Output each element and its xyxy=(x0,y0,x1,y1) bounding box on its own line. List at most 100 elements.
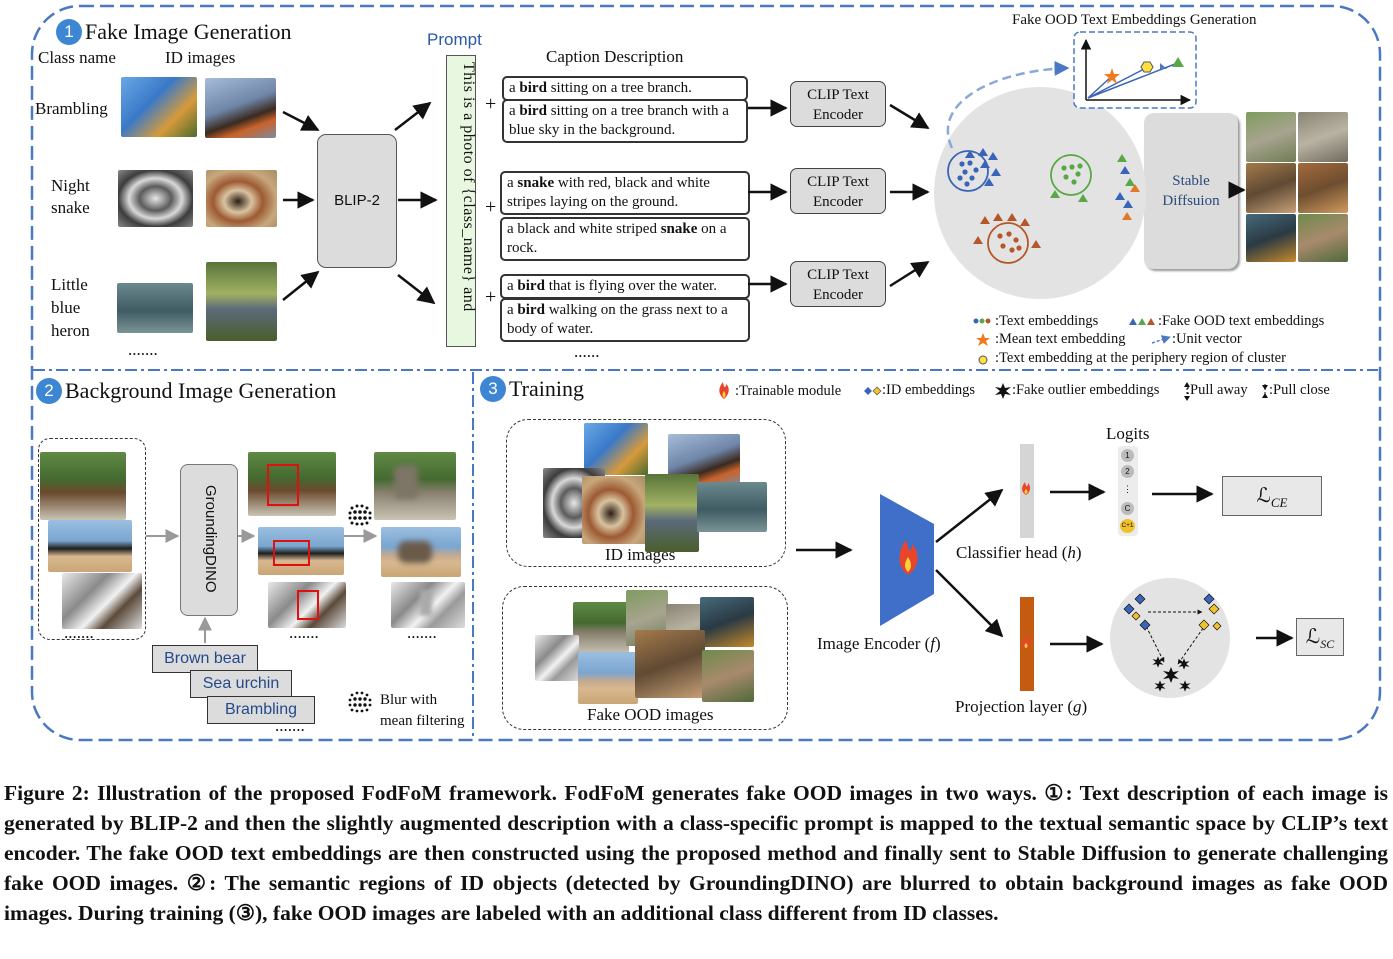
projection-layer-label: Projection layer (g) xyxy=(955,697,1088,716)
train-id-4 xyxy=(582,476,646,544)
labels-ellipsis: ....... xyxy=(275,716,305,735)
legend-id-emb: :ID embeddings xyxy=(882,382,976,398)
generated-image-3 xyxy=(1246,163,1296,213)
legend-mean: :Mean text embedding xyxy=(995,331,1126,347)
blip2-module: BLIP-2 xyxy=(317,134,397,268)
figure-caption: Figure 2: Illustration of the proposed F… xyxy=(4,781,1389,925)
detected-urchin xyxy=(258,527,344,575)
logits-label: Logits xyxy=(1106,424,1150,443)
plus-2: + xyxy=(485,196,497,218)
class-brambling: Brambling xyxy=(35,99,108,118)
image-encoder-label: Image Encoder (f) xyxy=(817,634,941,653)
detected-ellipsis: ....... xyxy=(289,623,319,642)
caption-3: a snake with red, black and white stripe… xyxy=(500,171,750,215)
fake-ood-title: Fake OOD Text Embeddings Generation xyxy=(1012,12,1257,28)
blur-patch-brambling xyxy=(420,590,432,616)
bg-input-brambling xyxy=(62,573,142,629)
generated-image-2 xyxy=(1298,112,1348,162)
id-image-brambling-1 xyxy=(121,77,197,137)
blurred-ellipsis: ....... xyxy=(407,623,437,642)
legend-fake-ood: :Fake OOD text embeddings xyxy=(1158,313,1325,329)
class-name-header: Class name xyxy=(38,48,116,67)
caption-4: a black and white striped snake on a roc… xyxy=(500,217,750,261)
bg-input-ellipsis: ....... xyxy=(64,623,94,642)
legend-periphery: :Text embedding at the periphery region … xyxy=(995,350,1286,366)
logits-column: 1 2 ⋮ C C+1 xyxy=(1118,446,1138,536)
caption-header: Caption Description xyxy=(546,47,684,66)
train-id-1 xyxy=(584,423,648,475)
legend-trainable: :Trainable module xyxy=(735,383,842,399)
logit-2: 2 xyxy=(1121,465,1134,478)
legend-outlier: :Fake outlier embeddings xyxy=(1012,382,1160,398)
blur-patch-bear xyxy=(394,465,418,499)
plus-3: + xyxy=(485,286,497,308)
id-image-heron-2 xyxy=(206,262,277,341)
loss-sc-box: ℒSC xyxy=(1296,618,1344,656)
id-image-snake-1 xyxy=(118,170,193,227)
legend-pull-away: :Pull away xyxy=(1186,382,1248,398)
input-images-group xyxy=(38,438,146,640)
id-images-header: ID images xyxy=(165,48,236,67)
legend-text-embeddings: :Text embeddings xyxy=(995,313,1099,329)
class-ellipsis: ....... xyxy=(128,340,158,359)
logit-ellipsis: ⋮ xyxy=(1123,484,1132,494)
label-brown-bear: Brown bear xyxy=(152,645,258,673)
bg-input-bear xyxy=(40,452,126,520)
train-ood-8 xyxy=(702,650,754,702)
logit-1: 1 xyxy=(1121,449,1134,462)
loss-ce-box: ℒCE xyxy=(1222,476,1322,516)
plus-1: + xyxy=(485,93,497,115)
id-image-brambling-2 xyxy=(205,78,276,138)
legend-pull-close: :Pull close xyxy=(1269,382,1330,398)
prompt-box: This is a photo of {class_name} and xyxy=(446,55,477,347)
caption-2: a bird sitting on a tree branch with a b… xyxy=(502,99,748,143)
train-id-label: ID images xyxy=(605,545,676,564)
id-image-snake-2 xyxy=(206,170,277,227)
section3-graphics xyxy=(719,382,1294,698)
train-ood-label: Fake OOD images xyxy=(587,705,714,724)
frame-overlay xyxy=(30,4,1382,742)
train-ood-5 xyxy=(535,635,579,681)
generated-image-6 xyxy=(1298,214,1348,262)
label-brambling: Brambling xyxy=(207,696,315,724)
bbox-bear xyxy=(267,464,299,506)
train-id-5 xyxy=(645,474,699,552)
train-ood-7 xyxy=(635,630,705,698)
generated-image-5 xyxy=(1246,214,1296,262)
classifier-head-label: Classifier head (h) xyxy=(956,543,1082,562)
section2-graphics xyxy=(146,504,378,713)
label-sea-urchin: Sea urchin xyxy=(190,670,292,698)
detected-brambling xyxy=(268,582,346,628)
train-ood-6 xyxy=(578,652,638,704)
legend-unit-vector: :Unit vector xyxy=(1172,331,1242,347)
id-image-heron-1 xyxy=(117,283,193,333)
bbox-urchin xyxy=(273,540,310,566)
train-ood-images-group xyxy=(502,586,788,730)
generated-image-1 xyxy=(1246,112,1296,162)
blur-patch-urchin xyxy=(398,541,432,563)
train-ood-1 xyxy=(573,602,629,654)
groundingdino-module: GroundingDINO xyxy=(180,464,238,616)
train-id-6 xyxy=(697,482,767,532)
bg-input-urchin xyxy=(48,520,132,572)
logit-c: C xyxy=(1121,502,1134,515)
prompt-label: Prompt xyxy=(427,30,482,49)
bbox-brambling xyxy=(297,590,319,620)
train-id-images-group xyxy=(506,419,786,567)
logit-c-plus-1: C+1 xyxy=(1120,519,1135,533)
section1-graphics xyxy=(282,31,1246,365)
generated-image-4 xyxy=(1298,163,1348,213)
train-ood-4 xyxy=(700,597,754,647)
caption-6: a bird walking on the grass next to a bo… xyxy=(500,298,750,342)
caption-ellipsis: ...... xyxy=(574,342,600,361)
